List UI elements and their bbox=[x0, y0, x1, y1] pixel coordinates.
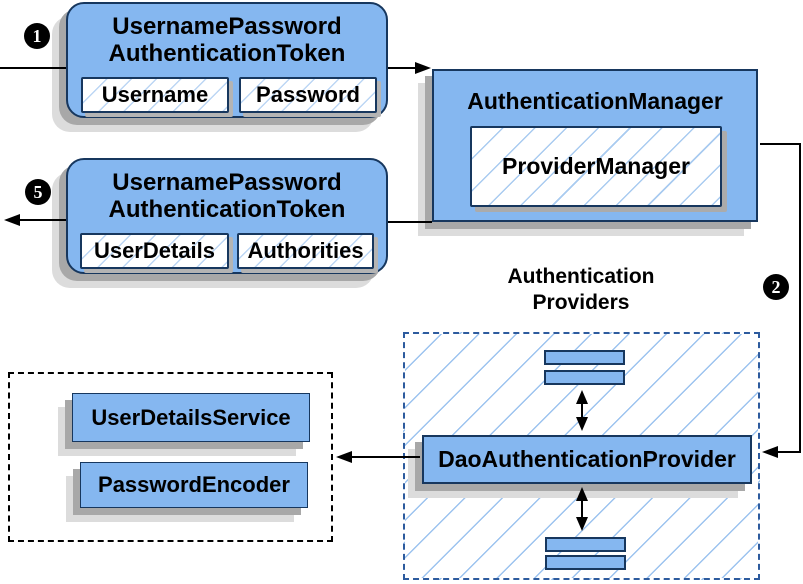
arrow-dao-to-collaborators-head bbox=[336, 451, 352, 463]
authentication-manager-box: AuthenticationManager ProviderManager bbox=[432, 69, 758, 222]
arrow-token-to-manager-head bbox=[415, 62, 431, 74]
password-encoder-box: PasswordEncoder bbox=[80, 462, 308, 508]
user-details-service-box: UserDetailsService bbox=[72, 393, 310, 442]
providers-container: DaoAuthenticationProvider bbox=[403, 332, 760, 580]
step-2-badge: 2 bbox=[763, 274, 789, 300]
authentication-manager-label: AuthenticationManager bbox=[467, 88, 723, 114]
userdetails-field-box: UserDetails bbox=[80, 233, 229, 269]
username-field-box: Username bbox=[81, 77, 229, 113]
step-5-badge: 5 bbox=[25, 179, 51, 205]
password-field-box: Password bbox=[239, 77, 377, 113]
dao-authentication-provider-box: DaoAuthenticationProvider bbox=[422, 435, 752, 484]
provider-manager-box: ProviderManager bbox=[470, 126, 722, 207]
response-token-box: UsernamePassword AuthenticationToken Use… bbox=[66, 158, 388, 274]
provider-stack-bottom-bar-1 bbox=[545, 537, 626, 552]
request-token-box: UsernamePassword AuthenticationToken Use… bbox=[66, 2, 388, 118]
authorities-field-box: Authorities bbox=[237, 233, 374, 269]
provider-stack-top-bar-1 bbox=[544, 350, 625, 365]
request-token-title: UsernamePassword AuthenticationToken bbox=[108, 13, 346, 67]
step-1-badge: 1 bbox=[24, 23, 50, 49]
response-token-title: UsernamePassword AuthenticationToken bbox=[108, 169, 346, 223]
arrow-manager-to-dao-head bbox=[762, 446, 778, 458]
authentication-providers-heading: Authentication Providers bbox=[507, 265, 655, 314]
provider-stack-top-bar-2 bbox=[544, 370, 625, 385]
arrow-outgoing-response-head bbox=[4, 214, 20, 226]
provider-stack-bottom-bar-2 bbox=[545, 555, 626, 570]
